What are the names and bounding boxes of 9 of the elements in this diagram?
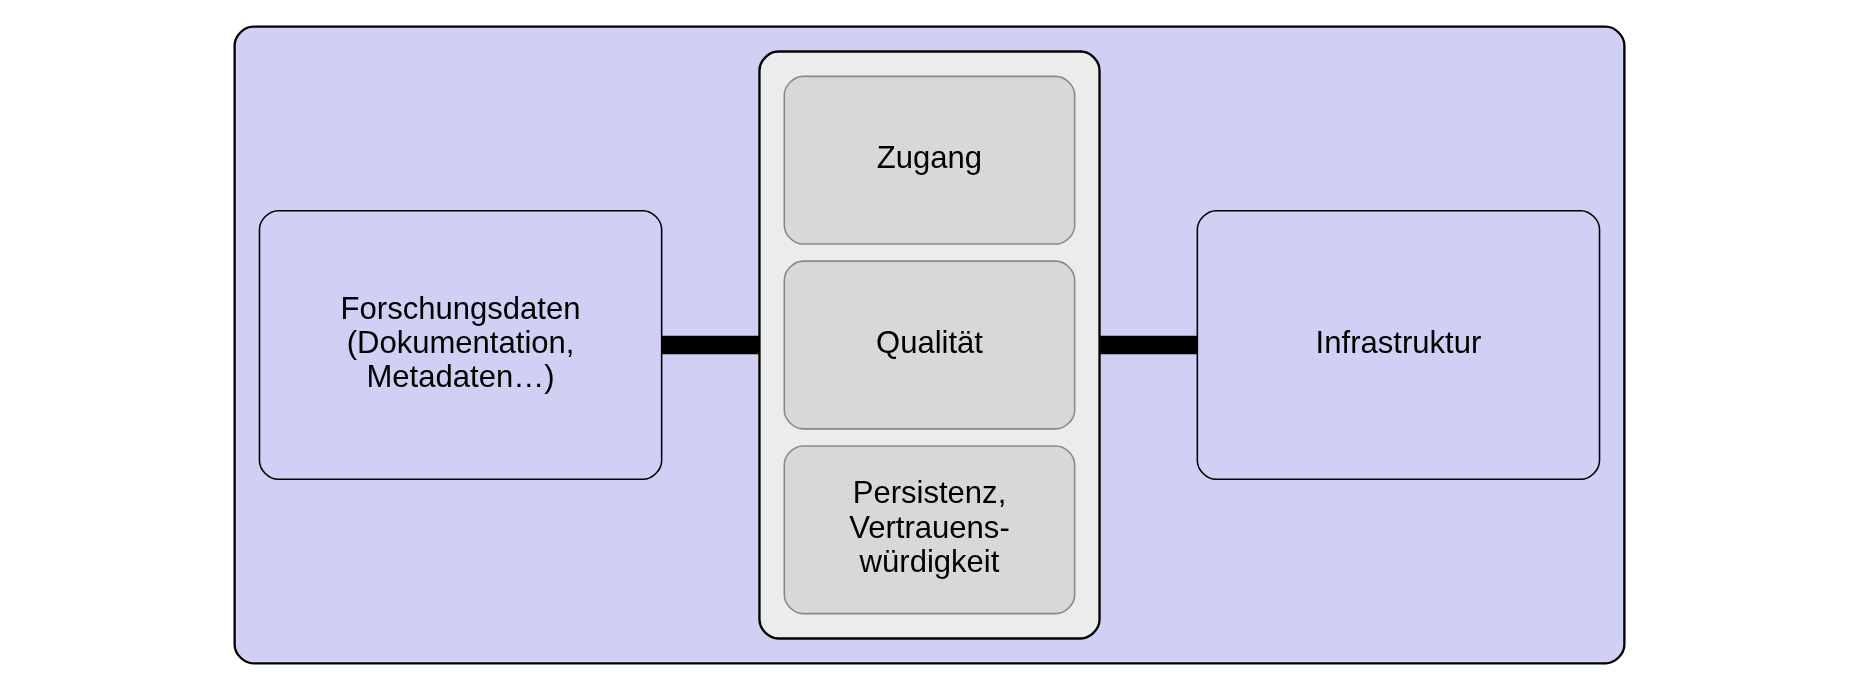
- connector: [1099, 335, 1197, 355]
- connector: [661, 335, 759, 355]
- node-box: Zugang: [783, 75, 1075, 245]
- node-box: Forschungsdaten (Dokumentation, Metadaten…): [258, 209, 662, 481]
- node-box: Persistenz, Vertrauens- würdigkeit: [783, 445, 1075, 615]
- node-box: Infrastruktur: [1196, 209, 1600, 481]
- cluster: [757, 50, 1101, 640]
- cluster: [232, 25, 1626, 665]
- node-box: Qualität: [783, 260, 1075, 430]
